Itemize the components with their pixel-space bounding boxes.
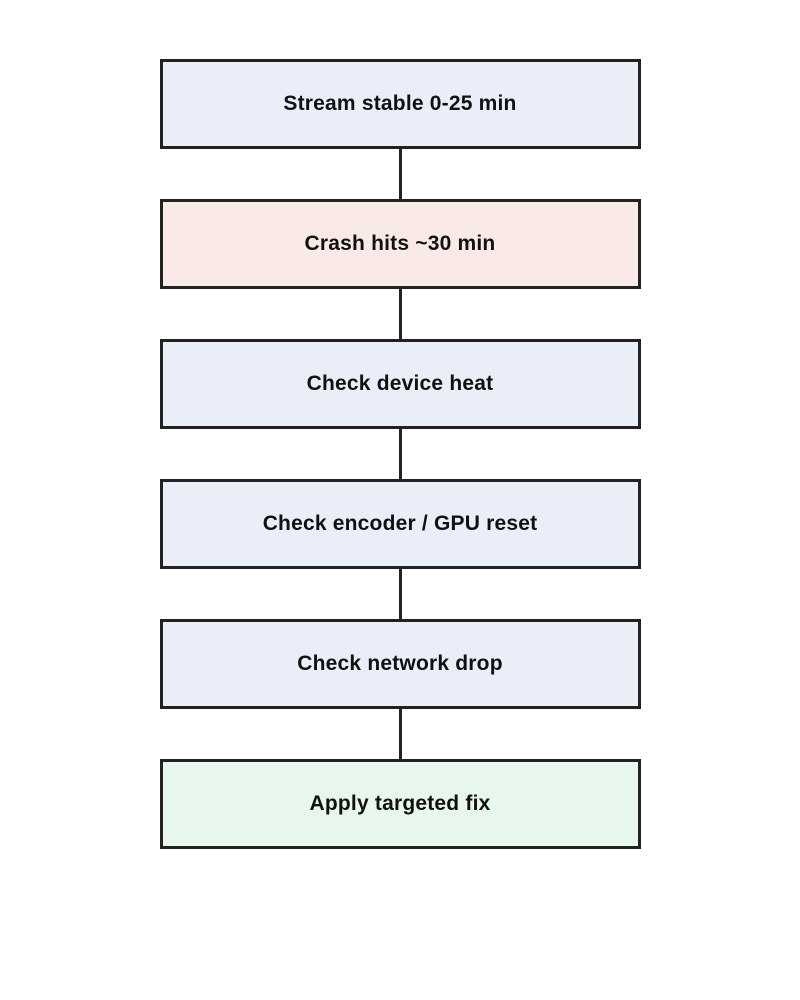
edge-connector-3 xyxy=(398,429,402,479)
flow-node-check-network-drop-label: Check network drop xyxy=(297,652,503,675)
flow-node-crash-hits-label: Crash hits ~30 min xyxy=(304,232,496,255)
flow-node-apply-targeted-fix: Apply targeted fix xyxy=(159,759,641,849)
edge-connector-2 xyxy=(398,289,402,339)
flow-node-stream-stable: Stream stable 0-25 min xyxy=(159,59,641,149)
flow-node-crash-hits: Crash hits ~30 min xyxy=(159,199,641,289)
flow-node-stream-stable-label: Stream stable 0-25 min xyxy=(283,92,517,115)
flow-node-check-encoder-gpu-label: Check encoder / GPU reset xyxy=(262,512,538,535)
flow-node-check-device-heat-label: Check device heat xyxy=(306,372,494,395)
edge-connector-1 xyxy=(398,149,402,199)
flow-node-apply-targeted-fix-label: Apply targeted fix xyxy=(309,792,491,815)
flow-node-check-device-heat: Check device heat xyxy=(159,339,641,429)
edge-connector-5 xyxy=(398,709,402,759)
flow-node-check-encoder-gpu: Check encoder / GPU reset xyxy=(159,479,641,569)
edge-connector-4 xyxy=(398,569,402,619)
flow-node-check-network-drop: Check network drop xyxy=(159,619,641,709)
